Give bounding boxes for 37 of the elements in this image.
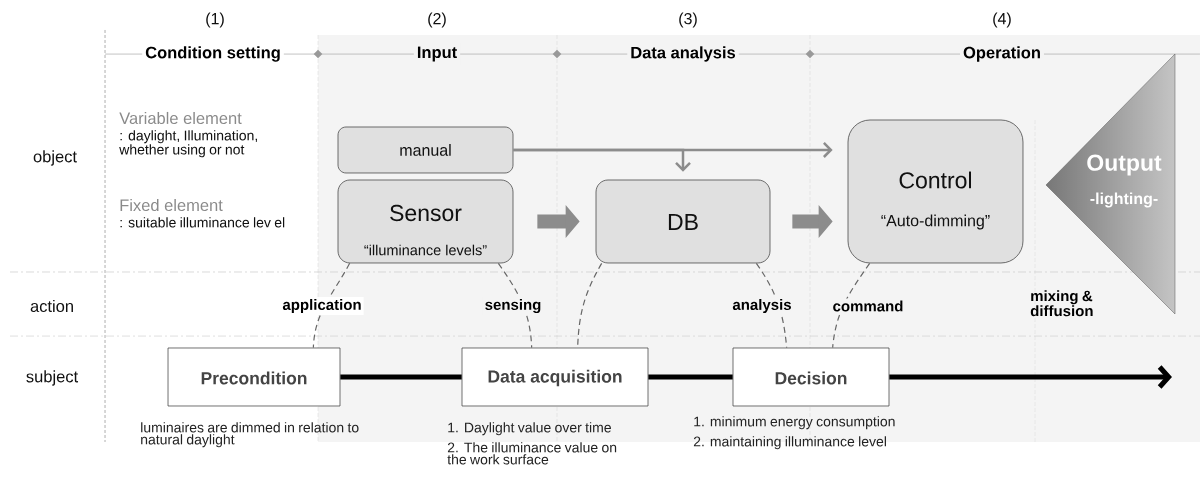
note-text: : suitable illuminance lev el	[120, 217, 285, 228]
row-label: action	[30, 299, 73, 313]
column-heading: Condition setting	[142, 43, 284, 65]
note-text: : daylight, Illumination, whether using or not	[119, 130, 257, 158]
step-note: 1. Daylight value over time	[448, 422, 611, 436]
process-box: Control “Auto-dimming”	[847, 119, 1024, 264]
connector-line	[755, 262, 788, 349]
edge-label: analysis	[730, 297, 794, 315]
connector-line	[832, 262, 871, 349]
column-number: (2)	[428, 12, 446, 28]
row-label: subject	[26, 370, 79, 386]
column-number: (4)	[993, 12, 1011, 28]
column-heading: Data analysis	[627, 43, 739, 65]
process-box: DB	[595, 179, 771, 264]
step-box: Decision	[732, 347, 890, 407]
step-note: 1. minimum energy consumption	[694, 416, 895, 430]
timeline-line	[340, 374, 462, 380]
edge-label: command	[830, 298, 906, 314]
step-note: 2. maintaining illuminance level	[693, 436, 886, 450]
arrow	[889, 365, 1172, 389]
process-box: manual	[337, 126, 514, 174]
column-heading: Operation	[960, 43, 1044, 65]
row-label: object	[33, 150, 77, 166]
arrow	[513, 148, 691, 172]
timeline-line	[648, 374, 733, 380]
note-heading: Fixed element	[120, 198, 223, 212]
connector-line	[497, 262, 533, 349]
column-number: (1)	[206, 12, 224, 28]
edge-label: application	[280, 297, 364, 315]
note-heading: Variable element	[119, 111, 242, 125]
step-note: luminaires are dimmed in relation to natural daylight	[141, 422, 359, 448]
column-number: (3)	[679, 12, 697, 28]
step-box: Precondition	[167, 347, 341, 407]
step-box: Data acquisition	[461, 347, 649, 407]
process-box: Sensor “illuminance levels”	[337, 179, 514, 264]
connector-line	[312, 262, 351, 349]
step-note: 2. The illuminance value on the work surface	[447, 442, 617, 465]
